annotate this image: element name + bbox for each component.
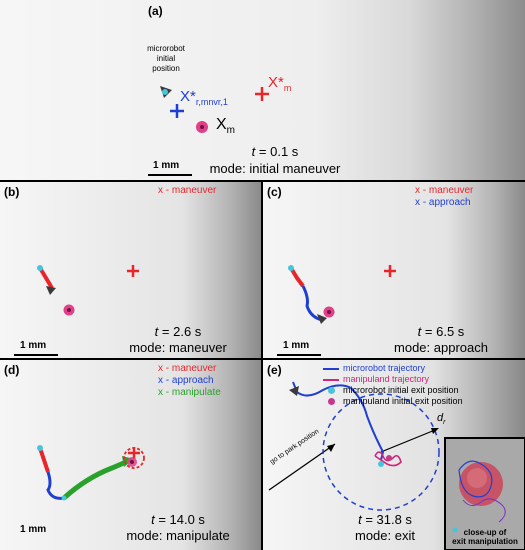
- maneuver-path-b: [38, 266, 54, 290]
- robot-target-cross: [170, 104, 184, 118]
- radius-arrow: [380, 429, 436, 453]
- time-label-b: t = 2.6 s: [154, 324, 202, 339]
- panel-d-background: [0, 360, 261, 550]
- manipuland-c: [323, 306, 335, 318]
- manipuland-trajectory: [374, 451, 402, 467]
- park-arrowhead: [327, 444, 335, 452]
- panel-label-a: (a): [148, 4, 163, 18]
- scale-label-b: 1 mm: [20, 340, 47, 351]
- scale-label-c: 1 mm: [283, 340, 310, 351]
- robot-target-label: X*r,mnvr,1: [180, 88, 228, 107]
- legend-approach-d: x - approach: [158, 375, 214, 386]
- legend-robot-trajectory: microrobot trajectory: [323, 363, 463, 374]
- panel-e-background: [263, 360, 525, 550]
- scale-bar-a: [148, 174, 192, 176]
- robot-final-marker: [289, 386, 299, 396]
- time-label-c: t = 6.5 s: [417, 324, 465, 339]
- robot-marker-c: [317, 314, 327, 324]
- legend-manipulate-d: x - manipulate: [158, 387, 221, 398]
- target-cross-c: [384, 265, 396, 277]
- robot-trajectory: [292, 381, 385, 461]
- legend-manipuland-trajectory: manipuland trajectory: [323, 374, 463, 385]
- legend-manipuland-exit: manipuland initial exit position: [323, 396, 463, 407]
- panel-label-e: (e): [267, 363, 282, 377]
- approach-path-c: [301, 285, 324, 322]
- legend-maneuver-d: x - maneuver: [158, 363, 217, 374]
- mode-label-a: mode: initial maneuver: [209, 161, 341, 176]
- time-label-a: t = 0.1 s: [251, 144, 299, 159]
- robot-start-d: [37, 445, 43, 451]
- approach-path-d: [46, 471, 65, 500]
- legend-b: x - maneuver: [158, 185, 216, 197]
- scale-bar-c: [277, 354, 321, 356]
- manipuland-d: [127, 457, 137, 467]
- robot-start-b: [37, 265, 43, 271]
- robot-end-d: [61, 495, 67, 501]
- legend-approach-c: x - approach: [415, 197, 471, 208]
- legend-e: microrobot trajectory manipuland traject…: [323, 363, 463, 407]
- radius-arrowhead: [431, 428, 439, 434]
- panel-label-c: (c): [267, 185, 282, 199]
- panel-c-background: [263, 182, 525, 358]
- panel-a: (a) microrobot initial position X*r,mnvr…: [0, 0, 525, 180]
- legend-maneuver-c: x - maneuver: [415, 185, 474, 196]
- time-label-e: t = 31.8 s: [358, 512, 412, 527]
- robot-marker-b: [46, 286, 56, 295]
- manipuland-b: [63, 304, 75, 316]
- scale-bar-b: [14, 354, 58, 356]
- time-label-d: t = 14.0 s: [151, 512, 205, 527]
- manipulate-path-d: [62, 459, 127, 500]
- manipuland-target-cross: [255, 87, 269, 101]
- maneuver-path-d: [38, 447, 50, 473]
- panel-label-d: (d): [4, 363, 20, 377]
- panel-b-background: [0, 182, 261, 358]
- legend-robot-exit: microrobot initial exit position: [323, 385, 463, 396]
- manipuland-target-label: X*m: [268, 74, 292, 93]
- manipuland-label: Xm: [216, 116, 236, 137]
- robot-start-c: [288, 265, 294, 271]
- panel-d: (d) x - maneuver x - approach x - manipu…: [0, 360, 261, 550]
- mode-label-d: mode: manipulate: [126, 528, 230, 543]
- panel-e: (e) microrobot trajectory manipuland tra…: [263, 360, 525, 550]
- scale-label-a: 1 mm: [153, 160, 180, 171]
- inset-caption: close-up of exit manipulation: [452, 528, 518, 546]
- inset-closeup: [444, 437, 525, 550]
- panel-c: (c) x - maneuver x - approach 1 mm t = 6…: [263, 182, 525, 358]
- exit-radius-circle: [322, 393, 440, 511]
- panel-a-background: [0, 0, 525, 180]
- robot-marker: [160, 86, 172, 98]
- panel-label-b: (b): [4, 185, 20, 199]
- legend-d: x - maneuver x - approach x - manipulate: [158, 363, 221, 399]
- target-cross-d: [128, 447, 140, 459]
- manipuland-exit-start: [386, 455, 392, 461]
- robot-exit-start: [378, 461, 384, 467]
- maneuver-path-c: [289, 266, 305, 288]
- legend-c: x - maneuver x - approach: [415, 185, 473, 209]
- park-arrow: [268, 443, 336, 491]
- scale-label-d: 1 mm: [20, 524, 47, 535]
- radius-label: dr: [437, 412, 446, 427]
- target-cross-b: [127, 265, 139, 277]
- robot-initial-note: microrobot initial position: [147, 44, 185, 73]
- manipuland-object: [196, 121, 208, 133]
- mode-label-c: mode: approach: [394, 340, 488, 355]
- mode-label-e: mode: exit: [355, 528, 415, 543]
- mode-label-b: mode: maneuver: [129, 340, 227, 355]
- legend-maneuver-b: x - maneuver: [158, 185, 217, 196]
- panel-b: (b) x - maneuver 1 mm t = 2.6 s mode: ma…: [0, 182, 261, 358]
